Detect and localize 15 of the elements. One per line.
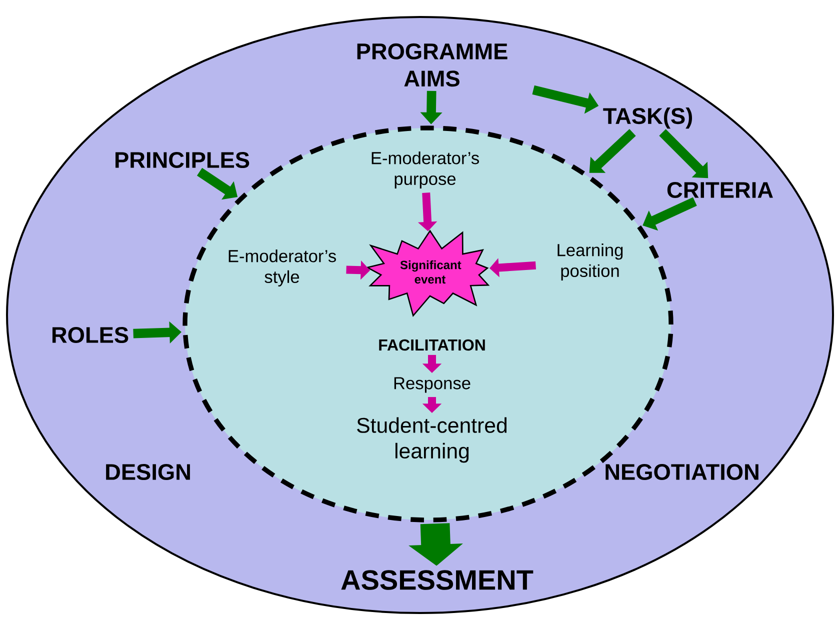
- node-text: E-moderator’s purpose: [372, 152, 479, 188]
- heading-text: ASSESSMENT: [341, 570, 534, 590]
- node-text: Learning position: [558, 244, 623, 280]
- node-text: FACILITATION: [379, 339, 485, 351]
- heading-text: PROGRAMME AIMS: [357, 43, 508, 87]
- region-label: DESIGN: [106, 464, 190, 480]
- arrow: [589, 129, 636, 173]
- region-label: NEGOTIATION: [606, 464, 758, 480]
- heading-text: CRITERIA: [667, 182, 773, 198]
- node-text: Response: [394, 377, 470, 393]
- heading-text: TASK(S): [603, 107, 692, 129]
- node-text: Student-centred learning: [357, 417, 507, 463]
- heading-text: ROLES: [52, 326, 128, 344]
- heading-text: PRINCIPLES: [116, 152, 250, 168]
- node-text: E-moderator’s style: [228, 250, 336, 286]
